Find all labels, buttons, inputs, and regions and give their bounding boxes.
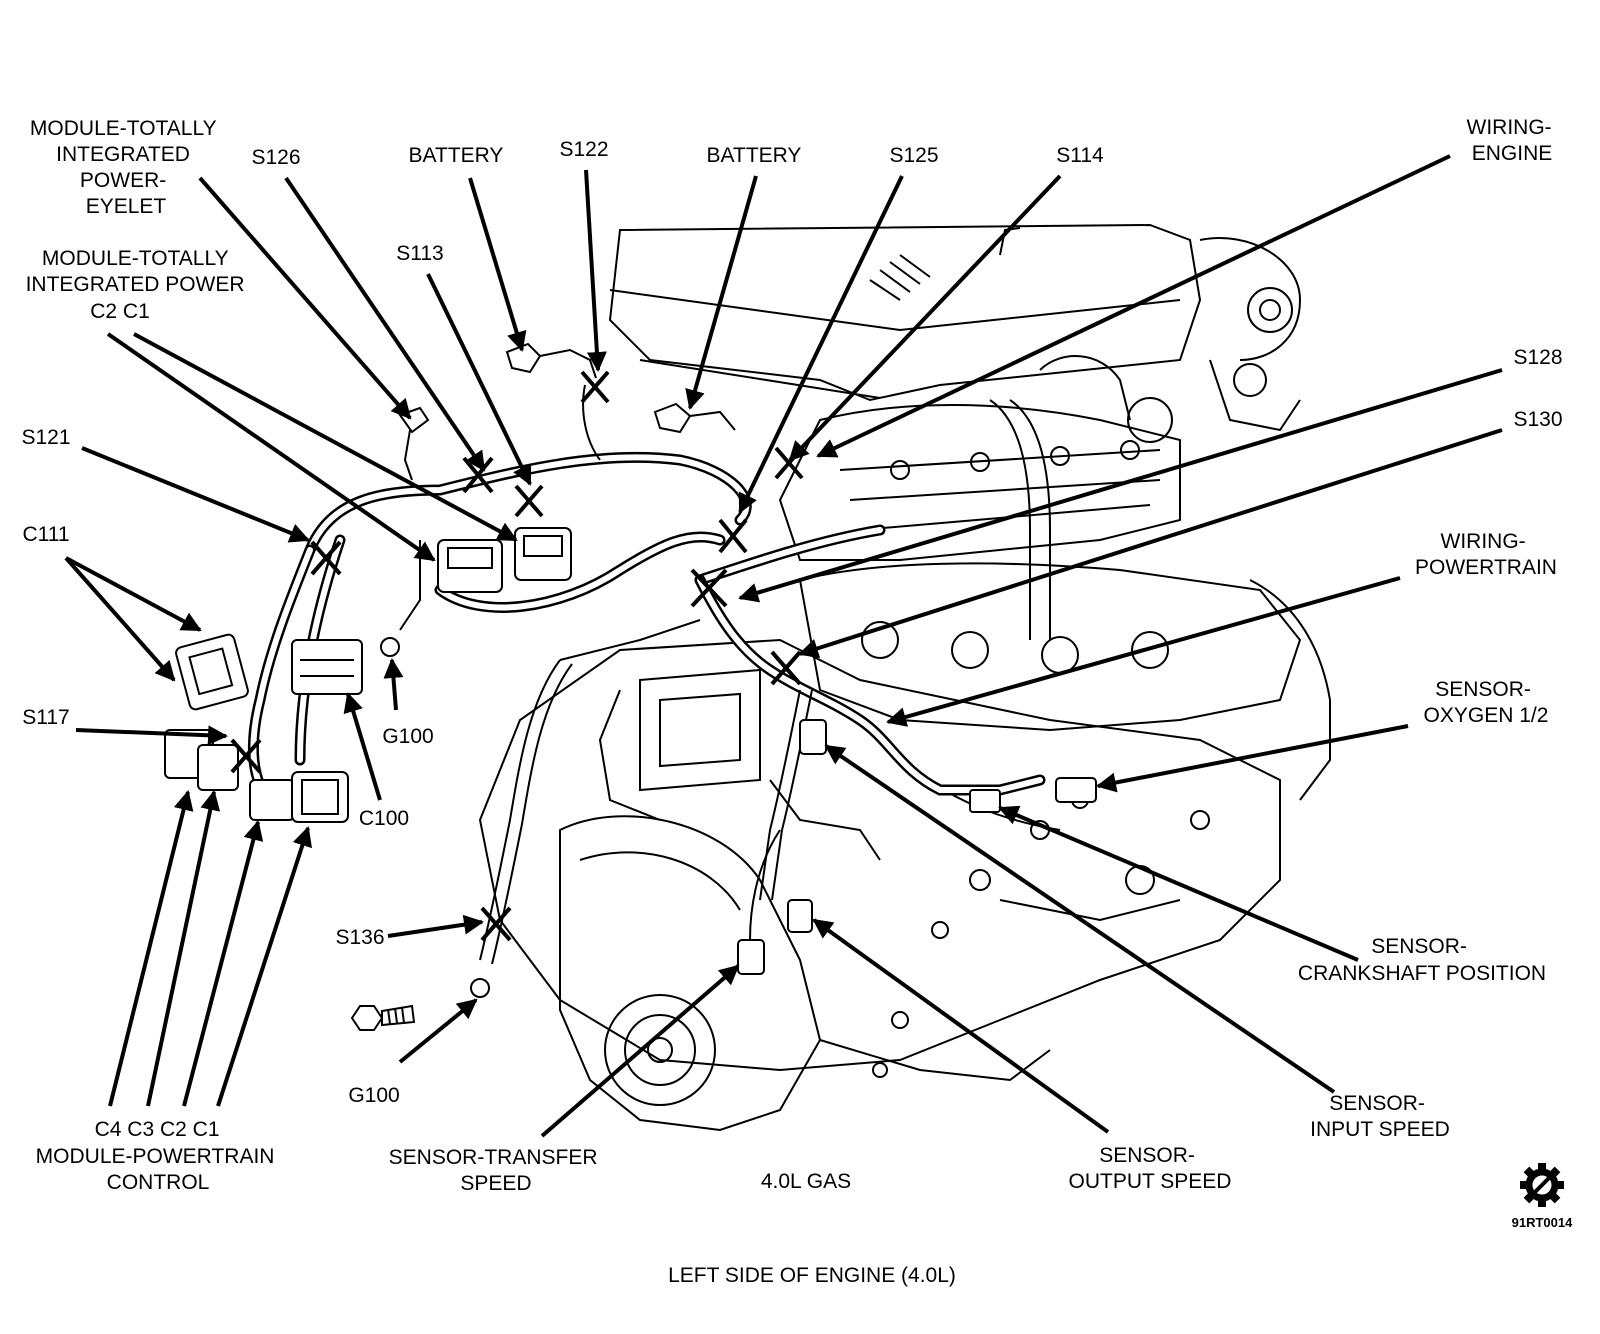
label-c111: C111 <box>22 523 69 546</box>
label-s130: S130 <box>1513 408 1562 431</box>
label-wiring-powertrain: WIRING- POWERTRAIN <box>1415 530 1557 579</box>
labels: MODULE-TOTALLY INTEGRATED POWER- EYELET … <box>21 116 1562 1195</box>
oxygen-sensor-connector <box>1055 777 1097 803</box>
label-tip-connectors: MODULE-TOTALLY INTEGRATED POWER C2 C1 <box>26 247 251 323</box>
splice-s121 <box>310 540 342 576</box>
label-sensor-crankshaft: SENSOR- CRANKSHAFT POSITION <box>1298 935 1546 985</box>
figure-caption: LEFT SIDE OF ENGINE (4.0L) <box>668 1264 956 1287</box>
leader-lines <box>64 154 1503 1138</box>
crankshaft-sensor-connector <box>969 789 1001 813</box>
transfer-speed-sensor-connector <box>737 939 765 975</box>
splice-s125 <box>718 518 748 554</box>
g100-lower-eyelet <box>470 978 490 998</box>
label-tip-eyelet: MODULE-TOTALLY INTEGRATED POWER- EYELET <box>30 117 222 218</box>
splice-s128 <box>690 568 728 608</box>
label-battery-left: BATTERY <box>409 144 504 167</box>
label-g100-upper: G100 <box>382 725 433 748</box>
input-speed-sensor-connector <box>799 719 827 755</box>
label-s136: S136 <box>335 926 384 949</box>
label-c100: C100 <box>359 807 409 830</box>
label-s126: S126 <box>251 146 300 169</box>
figure-code: 91RT0014 <box>1512 1215 1573 1230</box>
label-wiring-engine: WIRING- ENGINE <box>1467 116 1558 165</box>
connectors <box>164 527 1097 998</box>
splice-s136 <box>480 906 512 942</box>
label-s114: S114 <box>1056 144 1104 167</box>
c111-connector <box>175 633 249 711</box>
tip-module-connectors <box>437 527 572 593</box>
gear-icon <box>1520 1163 1564 1207</box>
label-s128: S128 <box>1513 346 1562 369</box>
output-speed-sensor-connector <box>787 899 813 933</box>
label-sensor-transfer: SENSOR-TRANSFER SPEED <box>389 1146 604 1195</box>
wiring-harness <box>248 342 1046 965</box>
label-s113: S113 <box>396 242 444 265</box>
engine-illustration <box>350 223 1331 1132</box>
label-sensor-output: SENSOR- OUTPUT SPEED <box>1069 1144 1232 1193</box>
splice-s122 <box>580 370 610 404</box>
label-engine-type: 4.0L GAS <box>761 1170 851 1193</box>
label-g100-lower: G100 <box>348 1084 399 1107</box>
label-s122: S122 <box>559 138 608 161</box>
splice-s130 <box>770 650 802 686</box>
pcm-connectors <box>164 729 349 823</box>
bolt-icon <box>350 1004 416 1031</box>
splice-markers <box>230 370 804 942</box>
label-pcm: C4 C3 C2 C1 MODULE-POWERTRAIN CONTROL <box>36 1118 281 1194</box>
c100-connector <box>291 639 363 695</box>
label-s117: S117 <box>22 706 70 729</box>
splice-s113 <box>514 484 544 518</box>
label-sensor-input: SENSOR- INPUT SPEED <box>1310 1092 1450 1141</box>
label-s121: S121 <box>21 426 70 449</box>
label-sensor-oxygen: SENSOR- OXYGEN 1/2 <box>1424 678 1549 727</box>
label-battery-right: BATTERY <box>707 144 802 167</box>
splice-s117 <box>230 738 262 774</box>
label-s125: S125 <box>889 144 938 167</box>
